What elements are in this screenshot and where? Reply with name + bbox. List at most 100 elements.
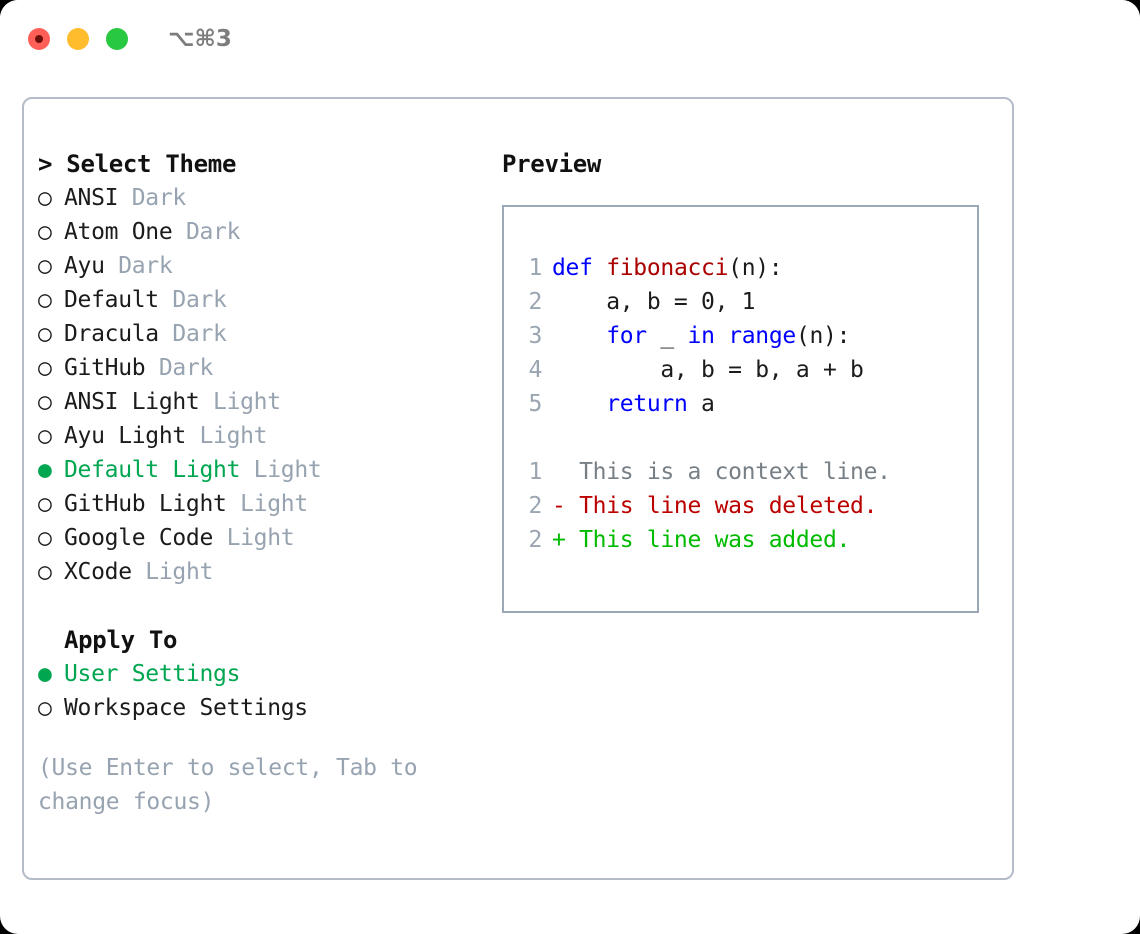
theme-option-variant: Dark — [158, 321, 227, 347]
apply-to-header: Apply To — [64, 626, 178, 654]
theme-option-10[interactable]: ○Google Code Light — [38, 521, 494, 555]
apply-option-0[interactable]: ● User Settings — [38, 657, 494, 691]
apply-option-1[interactable]: ○ Workspace Settings — [38, 691, 494, 725]
theme-option-label: ANSI Light — [64, 389, 200, 415]
diff-line-number: 2 — [528, 493, 542, 519]
code-token-plain: (n): — [728, 255, 783, 281]
code-token-plain: _ — [646, 323, 688, 349]
radio-unselected-icon: ○ — [38, 491, 52, 517]
diff-sample: 1 This is a context line. 2 - This line wa… — [504, 455, 977, 557]
theme-option-label: Google Code — [64, 525, 214, 551]
list-spacer — [38, 589, 494, 623]
select-theme-header: > Select Theme — [38, 150, 237, 178]
theme-option-label: XCode — [64, 559, 132, 585]
theme-option-label: Ayu Light — [64, 423, 186, 449]
radio-unselected-icon: ○ — [38, 185, 52, 211]
diff-line-1: 2 - This line was deleted. — [504, 489, 977, 523]
theme-option-variant: Dark — [118, 185, 187, 211]
code-diff-separator — [504, 421, 977, 455]
diff-line-text: - This line was deleted. — [552, 493, 878, 519]
apply-option-label: Workspace Settings — [64, 695, 308, 721]
theme-option-3[interactable]: ○Default Dark — [38, 283, 494, 317]
theme-option-variant: Dark — [104, 253, 173, 279]
code-line-1: 1 def fibonacci(n): — [504, 251, 977, 285]
code-line-number: 5 — [528, 391, 542, 417]
code-token-plain: a, b = b, a + b — [552, 357, 864, 383]
code-line-number: 3 — [528, 323, 542, 349]
code-token-kw: in — [687, 323, 715, 349]
code-line-number: 2 — [528, 289, 542, 315]
code-token-plain — [552, 387, 606, 421]
theme-picker-column: > Select Theme ○ANSI Dark○Atom One Dark○… — [24, 99, 494, 878]
radio-unselected-icon: ○ — [38, 695, 52, 721]
code-token-kw: def — [552, 255, 607, 281]
theme-option-0[interactable]: ○ ANSI Dark — [38, 181, 494, 215]
preview-title: Preview — [502, 150, 602, 178]
code-token-plain: a — [687, 391, 715, 417]
theme-option-label: Dracula — [64, 321, 159, 347]
theme-option-variant: Light — [213, 525, 295, 551]
diff-line-text: + This line was added. — [552, 527, 851, 553]
code-line-number: 4 — [528, 357, 542, 383]
theme-option-7[interactable]: ○ Ayu Light Light — [38, 419, 494, 453]
radio-unselected-icon: ○ — [38, 559, 52, 585]
maximize-light-icon[interactable] — [106, 28, 128, 50]
diff-line-number: 2 — [528, 527, 542, 553]
diff-line-number: 1 — [528, 459, 542, 485]
code-token-fn: fibonacci — [606, 255, 729, 281]
minimize-light-icon[interactable] — [67, 28, 89, 50]
dialog-panel: > Select Theme ○ANSI Dark○Atom One Dark○… — [22, 97, 1014, 880]
theme-option-6[interactable]: ○ ANSI Light Light — [38, 385, 494, 419]
theme-option-9[interactable]: ○ GitHub Light Light — [38, 487, 494, 521]
theme-option-variant: Light — [185, 423, 268, 449]
traffic-lights — [28, 28, 128, 50]
theme-list[interactable]: ○ANSI Dark○Atom One Dark○Ayu Dark○Defaul… — [38, 181, 494, 589]
diff-line-0: 1 This is a context line. — [504, 455, 977, 489]
code-line-3: 3 for _ in range(n): — [504, 319, 977, 353]
theme-option-8[interactable]: ●Default Light Light — [38, 453, 494, 487]
code-line-4: 4 a, b = b, a + b — [504, 353, 977, 387]
theme-option-variant: Dark — [145, 355, 214, 381]
theme-option-variant: Light — [131, 559, 214, 585]
theme-option-variant: Light — [199, 389, 281, 415]
diff-line-text: This is a context line. — [552, 459, 891, 485]
keyboard-hint-text: (Use Enter to select, Tab to change focu… — [38, 755, 418, 815]
code-line-5: 5 return a — [504, 387, 977, 421]
theme-option-2[interactable]: ○Ayu Dark — [38, 249, 494, 283]
keyboard-shortcut-label: ⌥⌘3 — [168, 26, 232, 52]
code-line-number: 1 — [528, 255, 542, 281]
theme-option-label: Default Light — [64, 457, 241, 483]
code-token-plain — [715, 319, 729, 353]
theme-option-1[interactable]: ○Atom One Dark — [38, 215, 494, 249]
code-token-plain: a, b = 0, 1 — [552, 289, 756, 315]
theme-option-11[interactable]: ○ XCode Light — [38, 555, 494, 589]
code-token-kw: range — [728, 323, 796, 349]
code-line-2: 2 a, b = 0, 1 — [504, 285, 977, 319]
theme-option-variant: Light — [226, 491, 308, 517]
title-bar: ⌥⌘3 — [0, 0, 1140, 78]
radio-unselected-icon: ○ — [38, 355, 52, 381]
radio-unselected-icon: ○ — [38, 253, 52, 279]
radio-selected-icon: ● — [38, 661, 52, 687]
theme-option-label: Default — [64, 287, 159, 313]
theme-option-4[interactable]: ○ Dracula Dark — [38, 317, 494, 351]
code-token-kw: return — [606, 391, 688, 417]
apply-option-label: User Settings — [64, 661, 241, 687]
code-token-plain — [552, 319, 606, 353]
theme-option-label: Atom One — [64, 219, 173, 245]
apply-to-list[interactable]: ● User Settings ○ Workspace Settings — [38, 657, 494, 725]
theme-option-variant: Light — [240, 457, 322, 483]
radio-unselected-icon: ○ — [38, 389, 52, 415]
radio-unselected-icon: ○ — [38, 321, 52, 347]
theme-option-label: ANSI — [64, 185, 119, 211]
close-light-icon[interactable] — [28, 28, 50, 50]
theme-option-label: GitHub Light — [64, 491, 227, 517]
theme-option-5[interactable]: ○GitHub Dark — [38, 351, 494, 385]
radio-unselected-icon: ○ — [38, 423, 52, 449]
code-token-kw: for — [606, 323, 647, 349]
code-token-plain: (n): — [795, 323, 851, 349]
